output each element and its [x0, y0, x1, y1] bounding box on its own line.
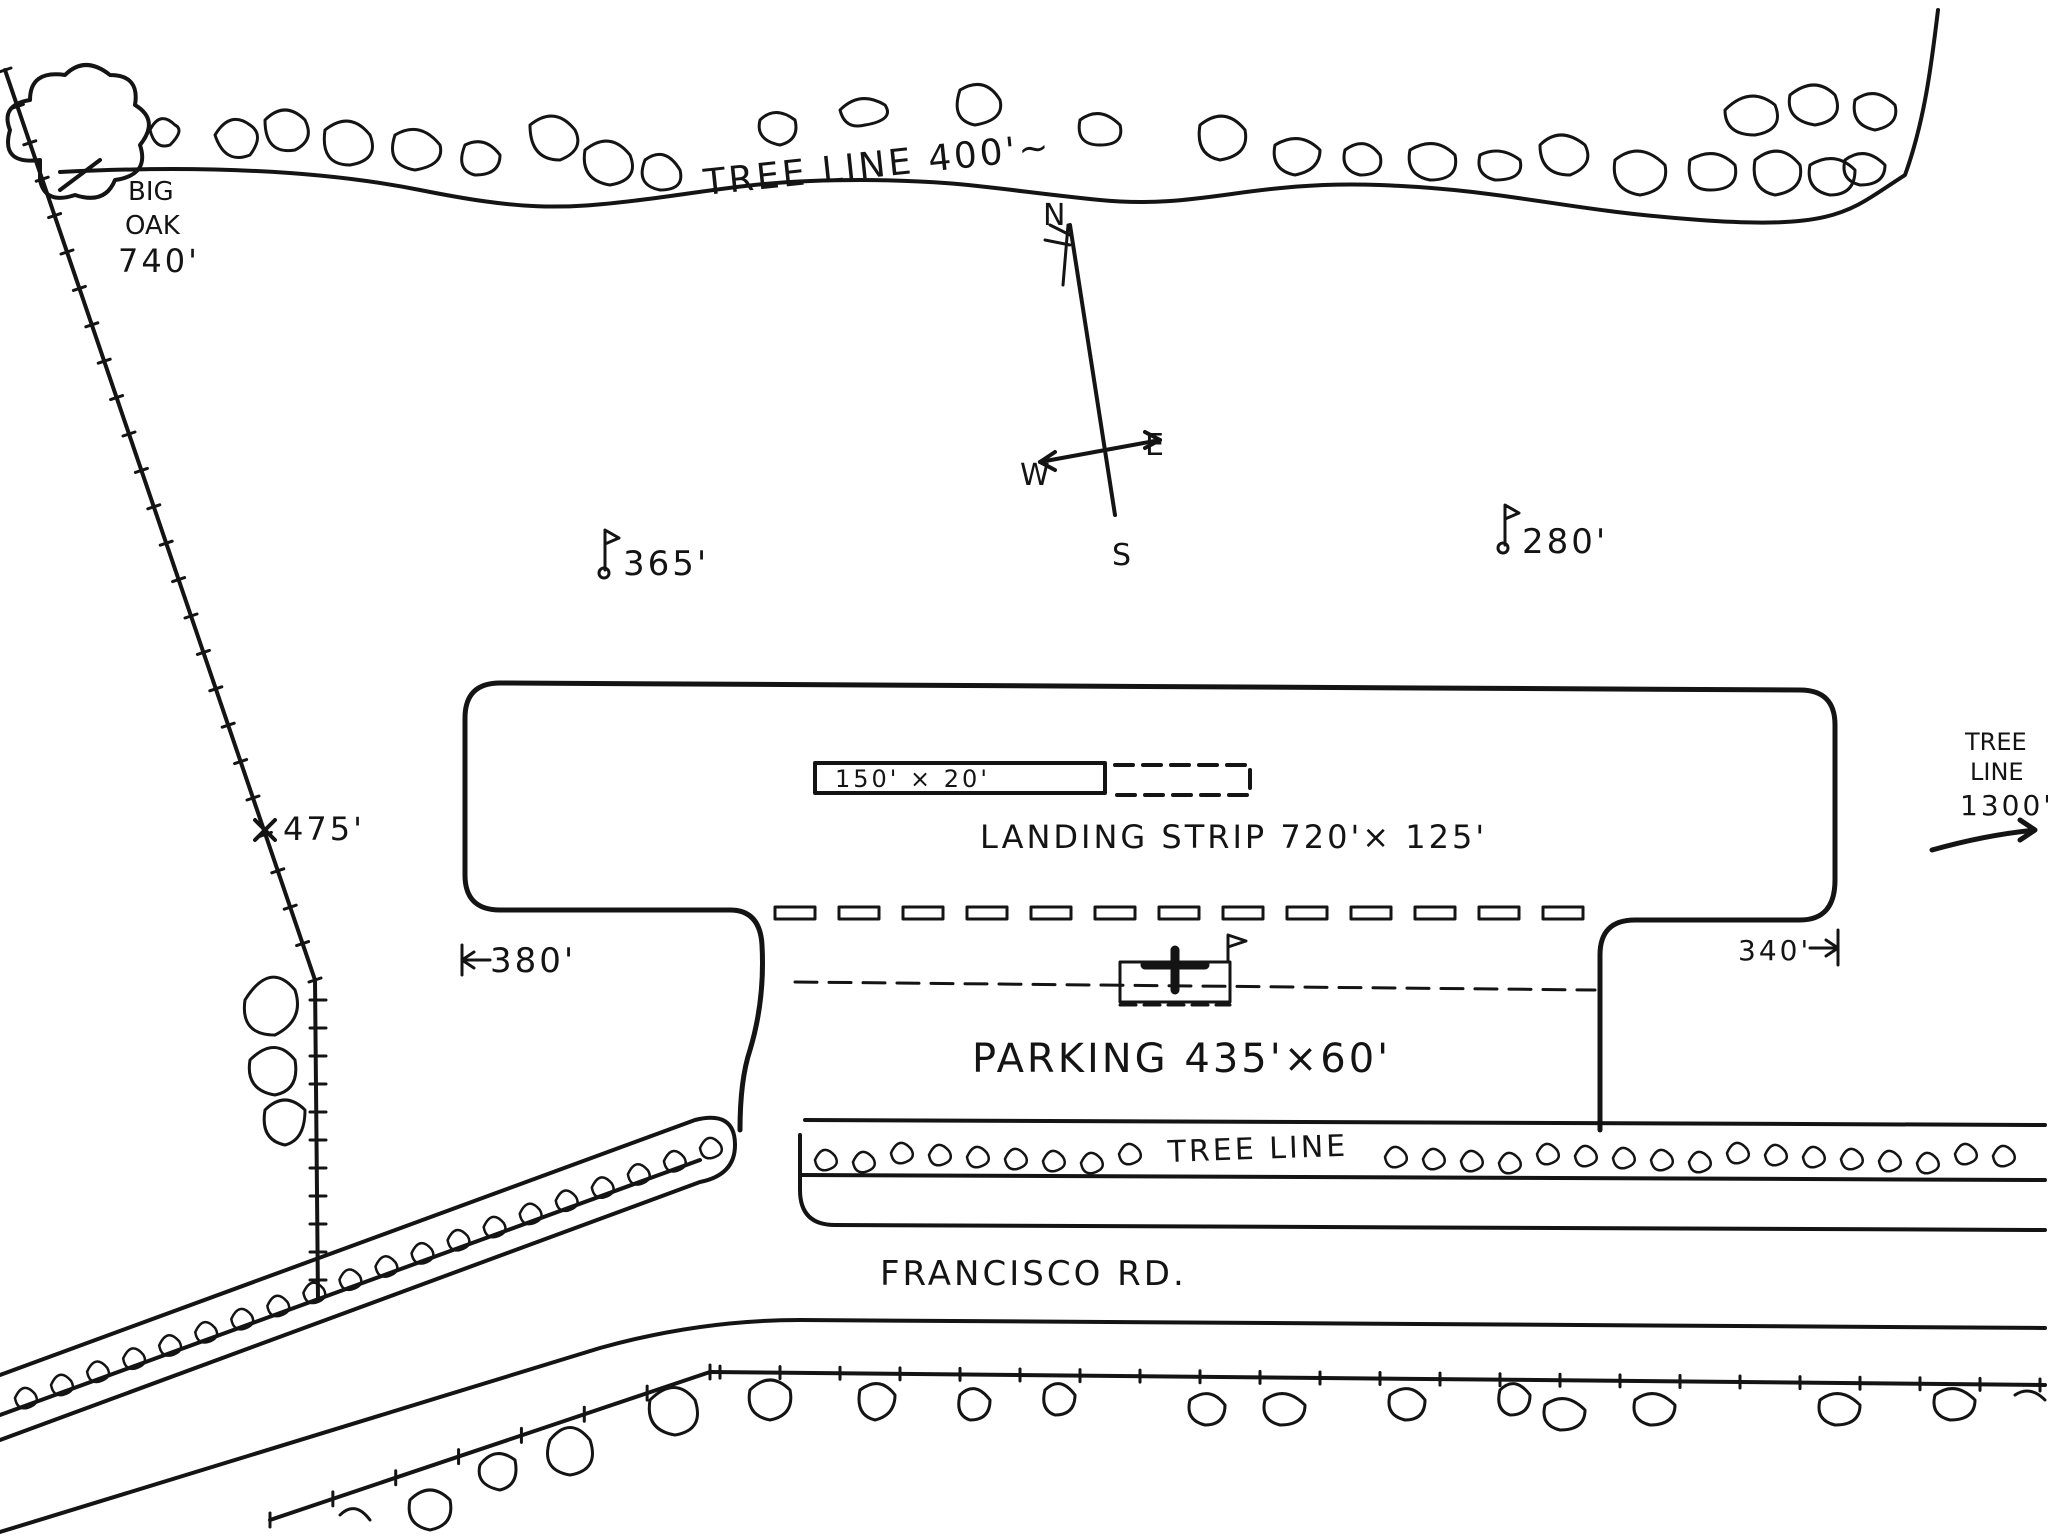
compass-west: W [1020, 458, 1050, 493]
compass-north: N [1043, 198, 1065, 233]
tree-line-north-label: TREE LINE 400'~ [701, 127, 1054, 204]
road-label: FRANCISCO RD. [880, 1254, 1187, 1294]
tree-line-east: TREE LINE 1300' [1929, 728, 2048, 853]
strip-west-distance: 380' [490, 941, 576, 981]
flag-east-icon [1503, 503, 1521, 547]
compass: N S E W [1020, 198, 1164, 573]
big-oak-label-line1: BIG [128, 177, 174, 207]
big-oak-tree-icon [5, 63, 151, 200]
landing-strip-label: LANDING STRIP 720'× 125' [980, 818, 1487, 856]
fence-line-west: 475' [0, 66, 365, 1302]
flag-east: 280' [1496, 503, 1608, 562]
tree-line-east-label-line1: TREE [1964, 728, 2027, 756]
compass-east: E [1145, 428, 1164, 463]
tree-line-south: TREE LINE [0, 1115, 2047, 1442]
fence-shrubs [242, 975, 307, 1147]
tree-line-east-distance: 1300' [1960, 789, 2048, 822]
tree-line-south-label: TREE LINE [1166, 1129, 1349, 1170]
tree-line-north-clumps [148, 82, 1898, 197]
big-oak-label-line2: OAK [125, 211, 181, 241]
big-oak-distance: 740' [118, 242, 200, 280]
hedge-scribbles [13, 1136, 2016, 1410]
windsock-pad-label: 150' × 20' [835, 765, 990, 793]
hangar-flag-icon [1226, 933, 1248, 962]
flag-east-distance: 280' [1522, 522, 1608, 562]
flag-west-distance: 365' [623, 544, 709, 584]
tree-line-east-arrow-icon [1929, 817, 2038, 853]
airplane-icon [1140, 945, 1210, 995]
tree-line-north: TREE LINE 400'~ [58, 8, 1940, 225]
flag-west: 365' [597, 528, 709, 584]
landing-strip: 150' × 20' LANDING STRIP 720'× 125' PARK… [460, 680, 1840, 1133]
big-oak: BIG OAK 740' [5, 63, 200, 280]
strip-east-distance: 340' [1738, 934, 1811, 967]
roadside-shrubs [338, 1378, 2047, 1532]
parking-label: PARKING 435'×60' [972, 1036, 1391, 1082]
tree-line-east-label-line2: LINE [1970, 758, 2024, 786]
flag-west-icon [603, 528, 621, 572]
strip-edge-markers [773, 905, 1585, 921]
compass-south: S [1112, 538, 1131, 573]
francisco-road: FRANCISCO RD. [0, 1254, 2047, 1534]
fence-post-distance: 475' [283, 810, 365, 848]
windsock-pad [813, 761, 1107, 795]
